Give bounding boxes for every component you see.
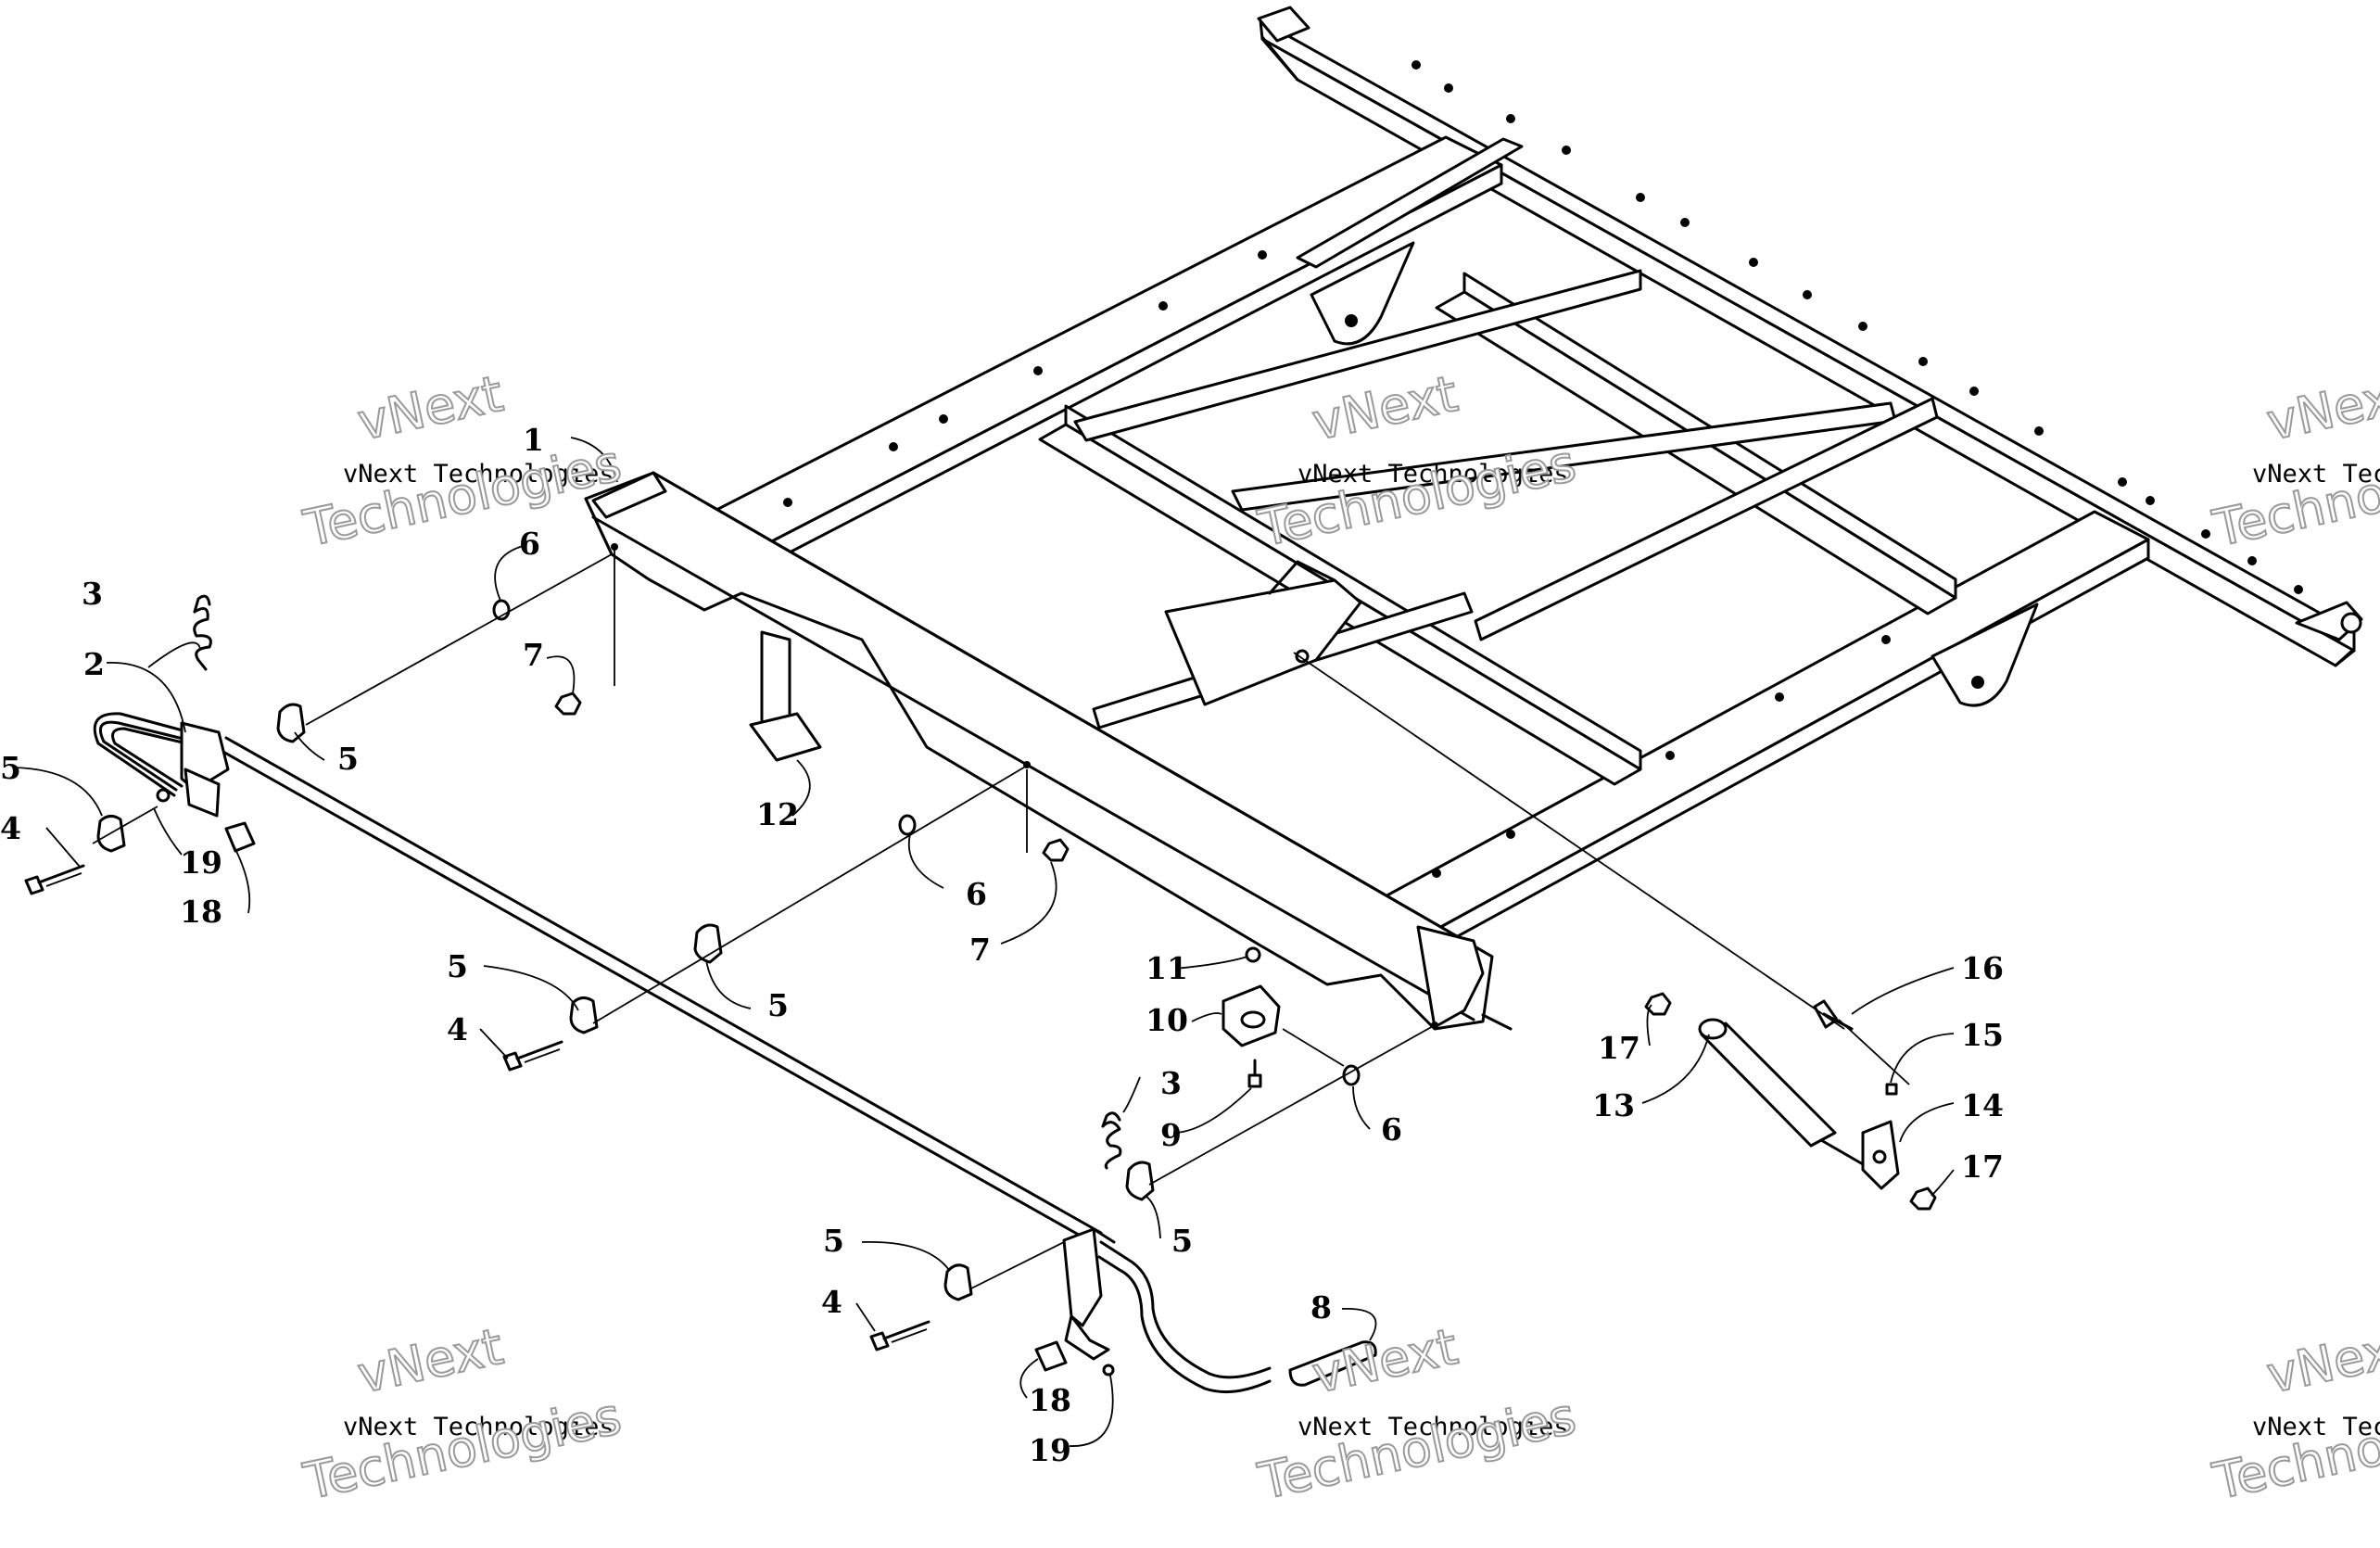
callout-1: 1: [523, 422, 544, 458]
screw: [1885, 1083, 1898, 1096]
watermark-text: vNext: [2262, 1317, 2380, 1404]
latch-plate: [224, 821, 256, 853]
watermark-text: vNext Technologies: [1298, 1413, 1569, 1441]
callout-19: 19: [180, 844, 222, 881]
callout-6: 6: [519, 526, 540, 562]
watermark-text: vNext Technologies: [343, 1413, 614, 1441]
bolt: [869, 1320, 930, 1351]
screw: [1102, 1364, 1115, 1377]
leader-lines: [13, 437, 1955, 1447]
watermark-text: vNext: [353, 1317, 508, 1404]
watermark-text: Technologies: [2208, 434, 2380, 558]
callout-5: 5: [447, 948, 468, 984]
gas-strut: [1698, 1018, 1865, 1166]
clamp: [1125, 1161, 1155, 1201]
spring-right: [1101, 1111, 1122, 1170]
callout-2: 2: [83, 646, 105, 682]
callout-4: 4: [447, 1011, 468, 1047]
callout-3: 3: [82, 576, 103, 612]
hardware: [24, 594, 1937, 1387]
callout-11: 11: [1146, 950, 1188, 986]
callout-5: 5: [337, 741, 359, 777]
left-release-handle: [93, 712, 230, 818]
watermark-tr: vNext vNext Technologies Technologies: [2207, 363, 2380, 559]
watermark-text: Technologies: [2208, 1387, 2380, 1511]
clamp: [569, 996, 599, 1034]
callout-9: 9: [1160, 1117, 1182, 1153]
callout-5: 5: [767, 987, 789, 1023]
watermark-br: vNext vNext Technologies Technologies: [2207, 1316, 2380, 1512]
washer: [898, 814, 917, 836]
callout-14: 14: [1961, 1087, 2004, 1123]
callout-6: 6: [1381, 1111, 1402, 1148]
callout-18: 18: [1029, 1382, 1071, 1418]
callout-16: 16: [1961, 950, 2004, 986]
watermark-text: Technologies: [298, 434, 626, 558]
callout-5: 5: [1171, 1223, 1193, 1259]
nut: [1042, 838, 1070, 862]
callout-18: 18: [180, 894, 222, 930]
watermark-tl: vNext vNext Technologies Technologies: [298, 363, 627, 559]
bolt: [1247, 1073, 1262, 1088]
watermark-text: vNext: [2262, 364, 2380, 451]
watermark-text: vNext: [353, 364, 508, 451]
nut: [554, 692, 582, 716]
watermark-text: vNext Technologies: [2252, 460, 2380, 489]
callout-7: 7: [523, 637, 544, 673]
bolt: [24, 864, 85, 895]
clamp: [276, 703, 306, 743]
callout-15: 15: [1961, 1017, 2004, 1053]
watermark-text: vNext Technologies: [2252, 1413, 2380, 1441]
callout-5: 5: [1171, 1223, 1193, 1259]
watermark-text: vNext Technologies: [343, 460, 614, 489]
clamp: [943, 1263, 973, 1301]
callout-4: 4: [0, 810, 21, 846]
cross-shaft: [213, 736, 1103, 1244]
latch-hole: [1240, 1010, 1266, 1029]
nut: [1644, 992, 1672, 1016]
watermark-text: Technologies: [298, 1387, 626, 1511]
bolt: [502, 1040, 563, 1072]
callout-17: 17: [1961, 1148, 2004, 1185]
watermark-text: vNext Technologies: [1298, 460, 1569, 489]
callout-19: 19: [1029, 1432, 1071, 1468]
watermark-text: vNext: [1308, 1317, 1462, 1404]
callout-labels: 1 2 3 3 4 4 4 5 5 5 5 5 5 5 6 6 6 7 7 8 …: [0, 422, 2004, 1468]
nut: [1909, 1186, 1937, 1211]
latch-plate: [1034, 1340, 1068, 1372]
handle-grip: [1288, 1340, 1377, 1387]
screw: [156, 788, 171, 803]
right-release-handle: [1062, 1227, 1272, 1394]
callout-13: 13: [1592, 1087, 1635, 1123]
callout-5: 5: [823, 1223, 844, 1259]
shoulder-bolt: [1813, 999, 1854, 1031]
nut: [1245, 946, 1261, 963]
callout-3: 3: [1160, 1065, 1182, 1101]
watermark-text: vNext: [1308, 364, 1462, 451]
watermark-text: Technologies: [1253, 1387, 1580, 1511]
callout-10: 10: [1146, 1002, 1188, 1038]
spring-left: [193, 594, 212, 671]
watermark-bl: vNext vNext Technologies Technologies: [298, 1316, 627, 1512]
callout-6: 6: [966, 876, 987, 912]
callout-17: 17: [1598, 1030, 1640, 1066]
clamp: [693, 923, 723, 964]
callout-5: 5: [0, 750, 21, 786]
watermark-text: Technologies: [1253, 434, 1580, 558]
main-frame: [584, 6, 2363, 1031]
callout-7: 7: [969, 932, 991, 968]
callout-12: 12: [756, 796, 799, 832]
watermark-bc: vNext vNext Technologies Technologies: [1252, 1316, 1581, 1512]
callout-8: 8: [1310, 1289, 1332, 1326]
callout-4: 4: [821, 1284, 842, 1320]
